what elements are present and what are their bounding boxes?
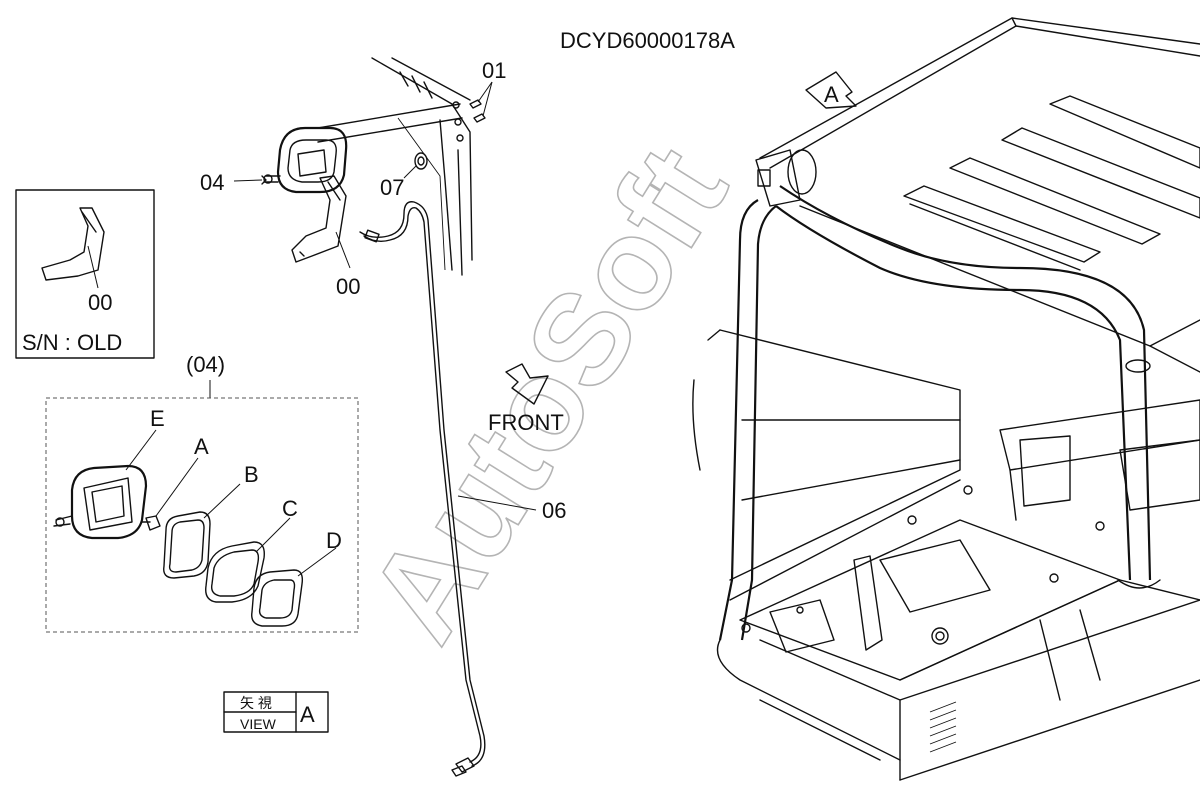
lamp-body-E: [53, 429, 157, 540]
view-a-box: [223, 691, 329, 733]
view-kanji: 矢 視: [240, 695, 272, 711]
drawing-code: DCYD60000178A: [560, 28, 735, 53]
label-04: 04: [200, 170, 224, 195]
label-06: 06: [542, 498, 566, 523]
view-word: VIEW: [240, 716, 277, 732]
sublabel-B: B: [244, 462, 259, 487]
label-00: 00: [336, 274, 360, 299]
gasket-B: [163, 483, 241, 579]
sublabel-C: C: [282, 496, 298, 521]
machine-body: [692, 17, 1200, 781]
nut-07: [403, 152, 428, 179]
inset-label-00: 00: [88, 290, 112, 315]
harness-06: [359, 201, 537, 777]
inset-old-bracket: [15, 189, 155, 359]
bolts-01: [469, 81, 493, 123]
label-07: 07: [380, 175, 404, 200]
label-01: 01: [482, 58, 506, 83]
work-lamp-assembled: [233, 126, 348, 194]
watermark-text: AutoSoft: [340, 122, 755, 665]
inset-caption: S/N : OLD: [22, 330, 122, 355]
view-letter: A: [300, 702, 315, 727]
bulb-A: [141, 457, 199, 531]
view-a-marker-label: A: [824, 82, 839, 107]
front-direction-arrow: [505, 363, 549, 405]
watermark: AutoSoft: [339, 121, 755, 665]
lens-C: [205, 517, 291, 603]
sublabel-E: E: [150, 406, 165, 431]
sublabel-A: A: [194, 434, 209, 459]
view-a-arrow: [805, 71, 857, 109]
sublabel-D: D: [326, 528, 342, 553]
cover-D: [251, 547, 337, 627]
cab-pillar-fragment: [317, 57, 473, 276]
bracket-00: [291, 175, 351, 269]
group-04-title: (04): [186, 352, 225, 377]
group-04-frame: [45, 397, 359, 633]
front-label: FRONT: [488, 410, 564, 435]
